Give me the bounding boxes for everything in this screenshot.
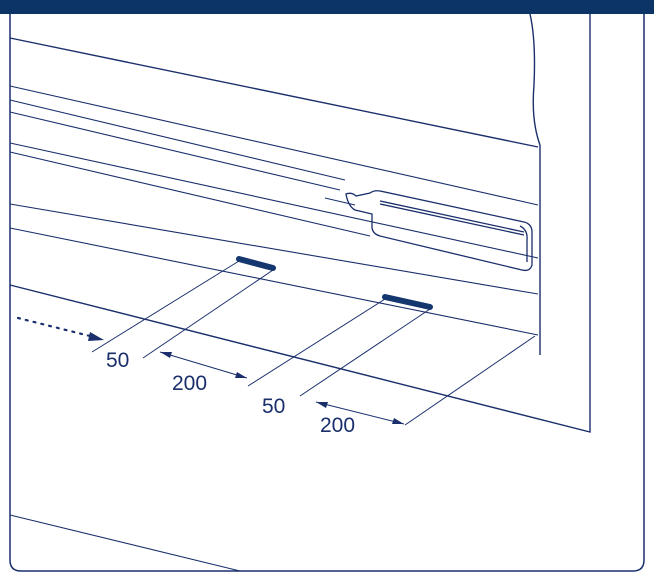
header-band [0, 0, 654, 14]
dim-label-50-first: 50 [106, 349, 129, 372]
dim-label-200-second: 200 [320, 414, 355, 437]
floor-lines [9, 514, 241, 572]
handle-detail [345, 190, 533, 272]
dim-label-50-second: 50 [262, 395, 285, 418]
dimension-arrows [159, 351, 405, 425]
dotted-leader [16, 316, 104, 341]
rail-lines [9, 85, 539, 336]
mark-2 [382, 294, 433, 310]
mark-1 [236, 256, 276, 271]
outer-panel [9, 14, 645, 572]
dim-label-200-first: 200 [172, 372, 207, 395]
wall-frame [9, 13, 591, 433]
extension-lines [91, 260, 536, 426]
